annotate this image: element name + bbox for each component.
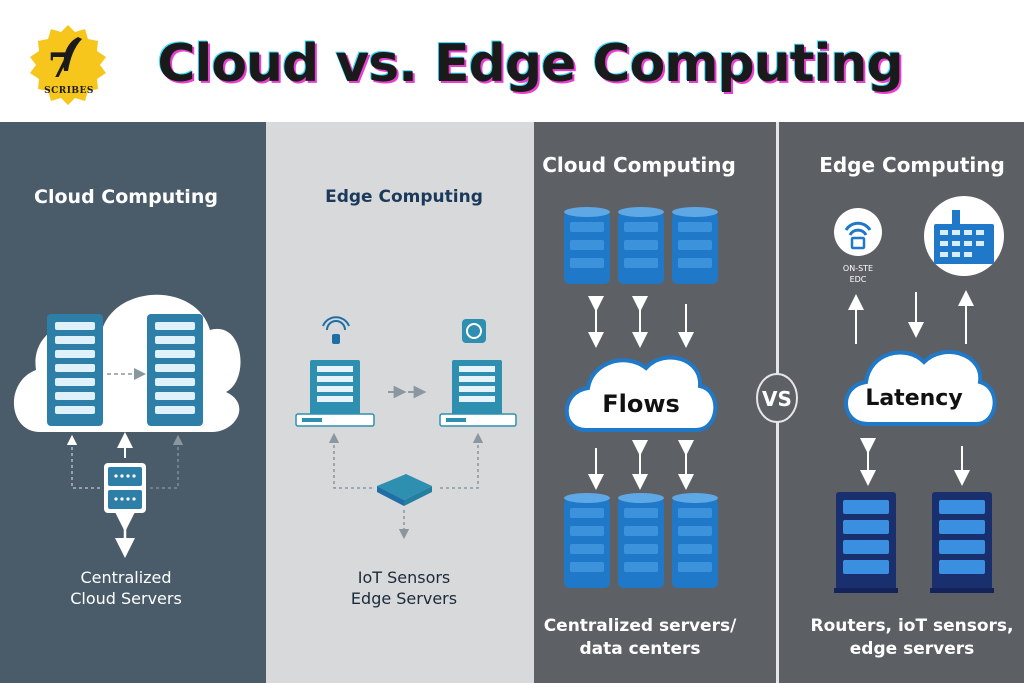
p3-db-bottom-3: [672, 493, 718, 588]
p4-title: Edge Computing: [819, 153, 1005, 177]
p2-cloud-badge-icon: [462, 319, 486, 343]
p3-database-row-top: [564, 207, 718, 284]
p1-arrow-left-up: [66, 434, 100, 489]
p2-title: Edge Computing: [325, 187, 483, 207]
p3-db-top-1: [564, 207, 610, 284]
p1-local-server: [104, 463, 146, 513]
p3-db-bottom-2: [618, 493, 664, 588]
p4-cloud-shape: [844, 350, 997, 426]
p4-server-right: [930, 492, 994, 593]
p4-wifi-badge: [834, 208, 882, 256]
vs-label: VS: [762, 387, 792, 411]
logo-mark: 7: [48, 46, 72, 86]
p2-caption-line1: IoT Sensors: [357, 568, 451, 587]
p4-onsite-line1: ON-STE: [842, 264, 874, 273]
p3-db-top-3: [672, 207, 718, 284]
page-title: Cloud vs. Edge Computing: [157, 34, 903, 94]
p1-server-rack-right: [147, 314, 203, 426]
p3-caption-line1: Centralized servers/: [543, 616, 737, 636]
vs-badge: [756, 373, 798, 423]
scribes-logo: 7: [30, 25, 106, 105]
p2-wifi-icon: [322, 316, 350, 344]
p4-cloud-label: Latency: [865, 386, 963, 411]
p1-caption-line1: Centralized: [80, 568, 172, 587]
p1-arrow-right-up: [150, 434, 184, 489]
p4-rack-badge: [924, 196, 1004, 276]
feather-icon: [63, 37, 82, 71]
p2-caption-line2: Edge Servers: [350, 589, 458, 608]
p1-title: Cloud Computing: [34, 186, 218, 208]
logo-text: SCRIBES: [44, 86, 94, 96]
p2-iot-gateway: [377, 474, 432, 506]
p4-server-left: [834, 492, 898, 593]
p3-caption-line2: data centers: [579, 639, 701, 659]
p1-caption-line2: Cloud Servers: [70, 589, 182, 608]
p3-cloud-shape: [564, 355, 718, 432]
p3-cloud-label: Flows: [602, 390, 680, 418]
p3-database-row-bottom: [564, 493, 718, 588]
p1-server-rack-left: [47, 314, 103, 426]
p3-db-bottom-1: [564, 493, 610, 588]
p2-edge-server-left: [295, 360, 375, 427]
p2-arrow-to-right-server: [440, 432, 484, 489]
p3-db-top-2: [618, 207, 664, 284]
p4-onsite-line2: EDC: [849, 275, 867, 284]
p2-edge-server-right: [439, 360, 517, 427]
p4-caption-line2: edge servers: [849, 639, 975, 659]
p3-title: Cloud Computing: [542, 153, 736, 177]
p4-caption-line1: Routers, ioT sensors,: [810, 616, 1014, 636]
header: 7 SCRIBES Cloud vs. Edge Computing: [0, 0, 1024, 122]
p2-arrow-to-left-server: [328, 432, 372, 489]
